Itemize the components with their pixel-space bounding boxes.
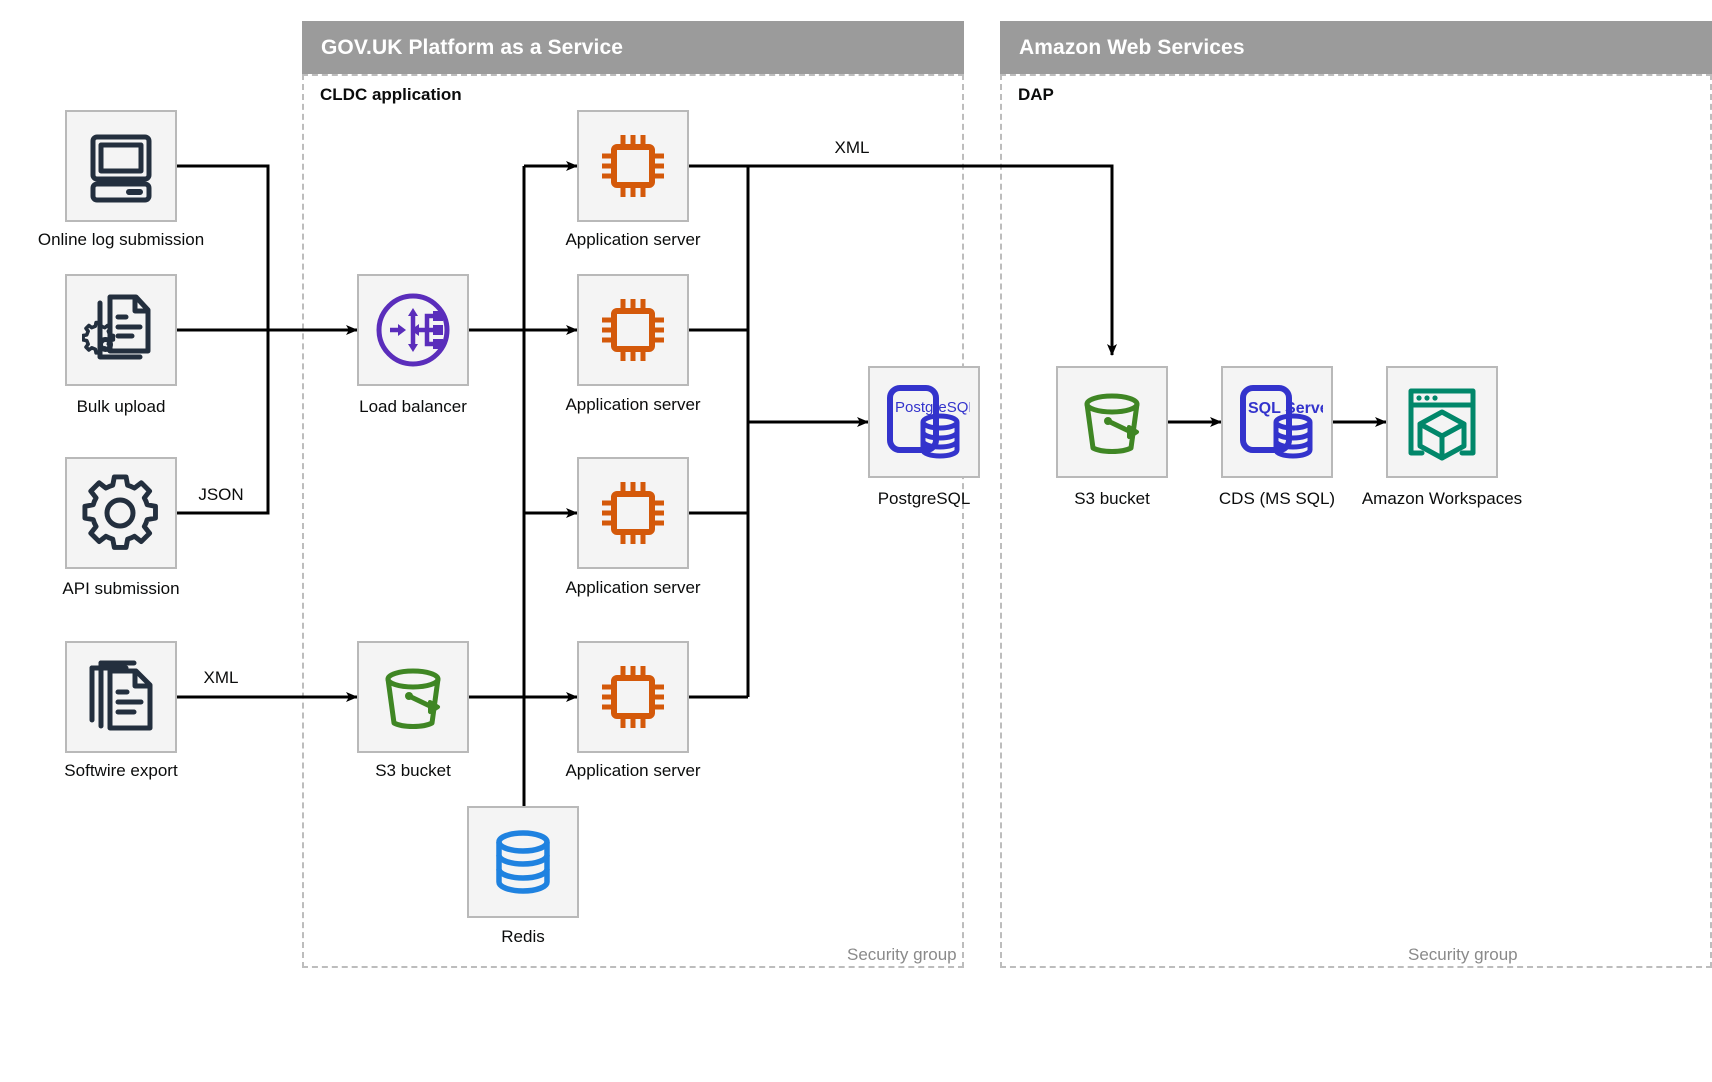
node-label-bulk-upload: Bulk upload [76,397,166,416]
sql-server-icon: SQL Server [1240,385,1323,459]
database-cylinder-icon [496,830,550,894]
zone-title-aws: Amazon Web Services [1019,35,1245,59]
node-label-online-log-submission: Online log submission [37,230,205,249]
cpu-chip-icon [602,135,664,197]
zone-title-paas: GOV.UK Platform as a Service [321,35,623,59]
zone-header-aws: Amazon Web Services [1000,21,1712,74]
node-app-server-4[interactable] [577,641,689,753]
node-cds-ms-sql[interactable]: SQL Server [1221,366,1333,478]
security-group-label-paas: Security group [847,945,957,964]
node-label-amazon-workspaces: Amazon Workspaces [1361,489,1523,508]
postgresql-icon-text: PostgreSQL [895,399,970,416]
node-label-app-server-3: Application server [565,578,701,597]
workspaces-cube-icon [1408,388,1476,461]
node-label-softwire-export: Softwire export [64,761,178,780]
node-softwire-export[interactable] [65,641,177,753]
node-label-s3-bucket-aws: S3 bucket [1074,489,1150,508]
bucket-icon [385,668,441,729]
group-label-dap: DAP [1018,85,1054,104]
node-app-server-3[interactable] [577,457,689,569]
node-label-redis: Redis [501,927,545,946]
gear-icon [82,474,158,550]
node-s3-bucket-aws[interactable] [1056,366,1168,478]
edge-label-xml-dap: XML [830,138,874,158]
document-gear-icon [82,294,151,360]
stacked-documents-icon [89,660,153,731]
security-group-label-aws: Security group [1408,945,1518,964]
postgresql-icon: PostgreSQL [887,385,970,459]
sql-server-icon-text: SQL Server [1248,400,1323,417]
node-s3-bucket-paas[interactable] [357,641,469,753]
node-label-app-server-2: Application server [565,395,701,414]
node-label-s3-bucket-paas: S3 bucket [375,761,451,780]
node-label-api-submission: API submission [62,579,180,598]
node-label-app-server-1: Application server [565,230,701,249]
cpu-chip-icon [602,482,664,544]
edge-label-json: JSON [194,485,248,505]
group-label-cldc: CLDC application [320,85,462,104]
cpu-chip-icon [602,299,664,361]
node-amazon-workspaces[interactable] [1386,366,1498,478]
node-redis[interactable] [467,806,579,918]
security-group-box-paas [302,74,964,968]
node-app-server-2[interactable] [577,274,689,386]
node-postgresql[interactable]: PostgreSQL [868,366,980,478]
cpu-chip-icon [602,666,664,728]
desktop-computer-icon [90,134,152,203]
bucket-icon [1084,393,1140,454]
node-api-submission[interactable] [65,457,177,569]
zone-header-paas: GOV.UK Platform as a Service [302,21,964,74]
node-online-log-submission[interactable] [65,110,177,222]
edge-label-xml-softwire: XML [199,668,243,688]
node-label-postgresql: PostgreSQL [877,489,971,508]
node-bulk-upload[interactable] [65,274,177,386]
node-load-balancer[interactable] [357,274,469,386]
node-app-server-1[interactable] [577,110,689,222]
node-label-load-balancer: Load balancer [359,397,467,416]
security-group-box-aws [1000,74,1712,968]
load-balancer-icon [376,293,450,367]
node-label-cds-ms-sql: CDS (MS SQL) [1218,489,1336,508]
node-label-app-server-4: Application server [565,761,701,780]
